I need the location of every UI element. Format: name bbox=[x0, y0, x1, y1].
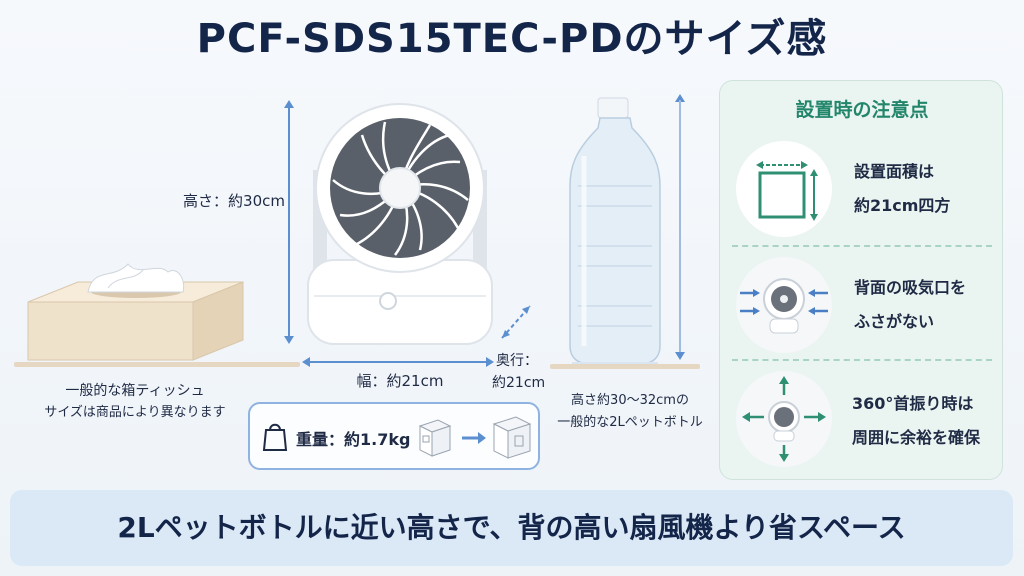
shelf-left bbox=[14, 362, 300, 367]
height-arrow-top bbox=[284, 100, 294, 108]
notes-divider-1 bbox=[732, 245, 992, 247]
shelf-right bbox=[550, 364, 700, 369]
arrow-right-icon bbox=[460, 430, 486, 444]
note-2-line-1: 背面の吸気口を bbox=[854, 278, 967, 297]
room-small-icon bbox=[414, 416, 454, 458]
room-large-icon bbox=[490, 414, 534, 460]
tissue-box-illustration bbox=[18, 262, 248, 362]
fan-airflow-icon bbox=[736, 257, 832, 353]
fan-depth-label-1: 奥行： bbox=[496, 353, 538, 369]
note-3-line-2: 周囲に余裕を確保 bbox=[852, 428, 981, 447]
note-1-line-2: 約21cm四方 bbox=[854, 196, 951, 215]
bottle-caption-1: 高さ約30〜32cmの bbox=[571, 393, 689, 408]
summary-banner: 2Lペットボトルに近い高さで、背の高い扇風機より省スペース bbox=[10, 490, 1013, 566]
height-dimension-line bbox=[288, 106, 290, 338]
bottle-caption-2: 一般的な2Lペットボトル bbox=[557, 415, 703, 430]
bottle-height-arrow-bottom bbox=[675, 352, 685, 360]
pet-bottle-illustration bbox=[560, 96, 670, 368]
note-3-line-1: 360°首振り時は bbox=[852, 394, 974, 413]
fan-width-label: 幅：約21cm bbox=[356, 372, 444, 390]
weight-label: 重量：約1.7kg bbox=[296, 430, 411, 449]
notes-divider-2 bbox=[732, 359, 992, 361]
note-1-line-1: 設置面積は bbox=[854, 162, 935, 181]
bottle-height-line bbox=[679, 100, 681, 354]
width-arrow-right bbox=[486, 357, 494, 367]
fan-illustration bbox=[300, 100, 500, 348]
footprint-icon bbox=[736, 141, 832, 237]
fan-height-label: 高さ：約30cm bbox=[183, 192, 285, 210]
installation-notes-panel: 設置時の注意点 設置面積は 約21cm四方 bbox=[719, 80, 1003, 480]
tissue-caption-2: サイズは商品により異なります bbox=[44, 405, 226, 420]
width-dimension-line bbox=[308, 361, 488, 363]
fan-swing-icon bbox=[736, 371, 832, 467]
width-arrow-left bbox=[302, 357, 310, 367]
fan-depth-label-2: 約21cm bbox=[492, 375, 546, 391]
depth-dimension-arrow bbox=[496, 300, 536, 344]
page-title: PCF-SDS15TEC-PDのサイズ感 bbox=[196, 16, 828, 62]
weight-info-box: 重量：約1.7kg bbox=[248, 402, 540, 470]
notes-panel-title: 設置時の注意点 bbox=[795, 99, 929, 121]
bottle-height-arrow-top bbox=[675, 94, 685, 102]
bag-icon bbox=[262, 420, 288, 452]
note-2-line-2: ふさがない bbox=[854, 312, 935, 331]
height-arrow-bottom bbox=[284, 336, 294, 344]
tissue-caption-1: 一般的な箱ティッシュ bbox=[65, 383, 205, 399]
summary-text: 2Lペットボトルに近い高さで、背の高い扇風機より省スペース bbox=[117, 511, 906, 544]
